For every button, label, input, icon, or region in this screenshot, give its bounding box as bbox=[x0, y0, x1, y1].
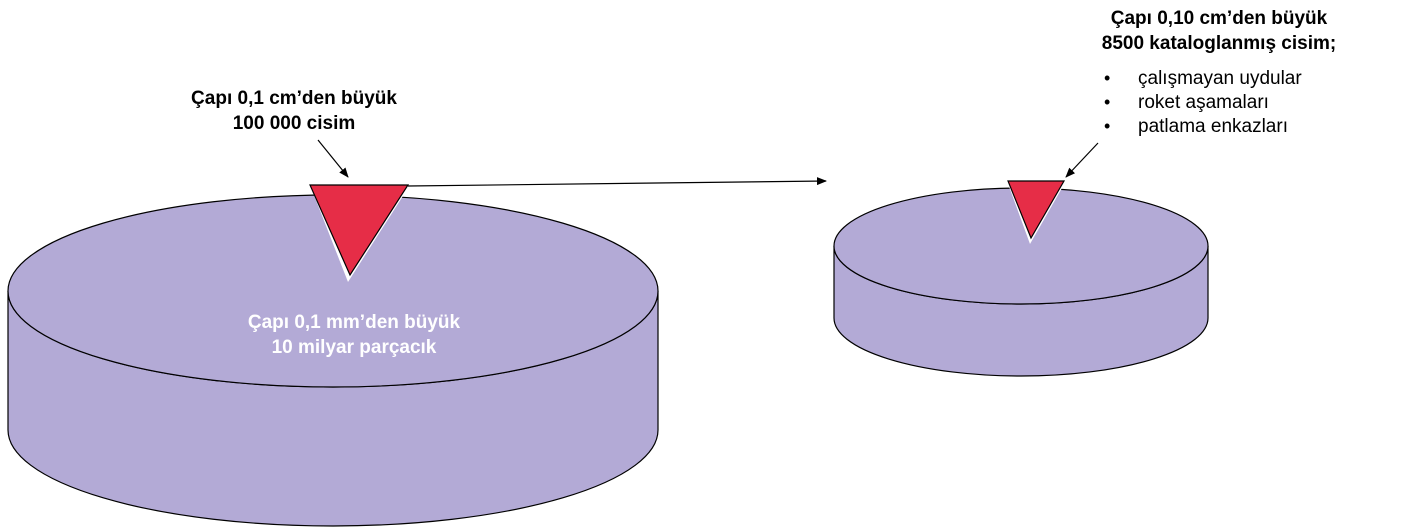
large-wedge-label-line2: 100 000 cisim bbox=[233, 113, 356, 134]
small-disk-label-line2: 8500 kataloglanmış cisim; bbox=[1102, 33, 1336, 54]
debris-item: patlama enkazları bbox=[1138, 116, 1288, 137]
debris-item: çalışmayan uydular bbox=[1138, 68, 1302, 89]
large-wedge bbox=[309, 184, 410, 277]
debris-item: roket aşamaları bbox=[1138, 92, 1269, 113]
bullet-icon: • bbox=[1104, 92, 1110, 112]
small-disk-label-line1: Çapı 0,10 cm’den büyük bbox=[1111, 8, 1328, 29]
large-callout-arrow bbox=[317, 139, 349, 178]
debris-type-list: • çalışmayan uydular • roket aşamaları •… bbox=[1104, 68, 1302, 137]
small-wedge bbox=[1007, 180, 1066, 240]
large-disk-label-line2: 10 milyar parçacık bbox=[272, 337, 437, 358]
large-disk-label-line1: Çapı 0,1 mm’den büyük bbox=[248, 312, 461, 333]
large-wedge-label-line1: Çapı 0,1 cm’den büyük bbox=[191, 88, 397, 109]
connector-arrow bbox=[407, 177, 827, 187]
bullet-icon: • bbox=[1104, 68, 1110, 88]
bullet-icon: • bbox=[1104, 116, 1110, 136]
large-disk bbox=[7, 194, 659, 527]
small-callout-arrow bbox=[1065, 142, 1099, 178]
